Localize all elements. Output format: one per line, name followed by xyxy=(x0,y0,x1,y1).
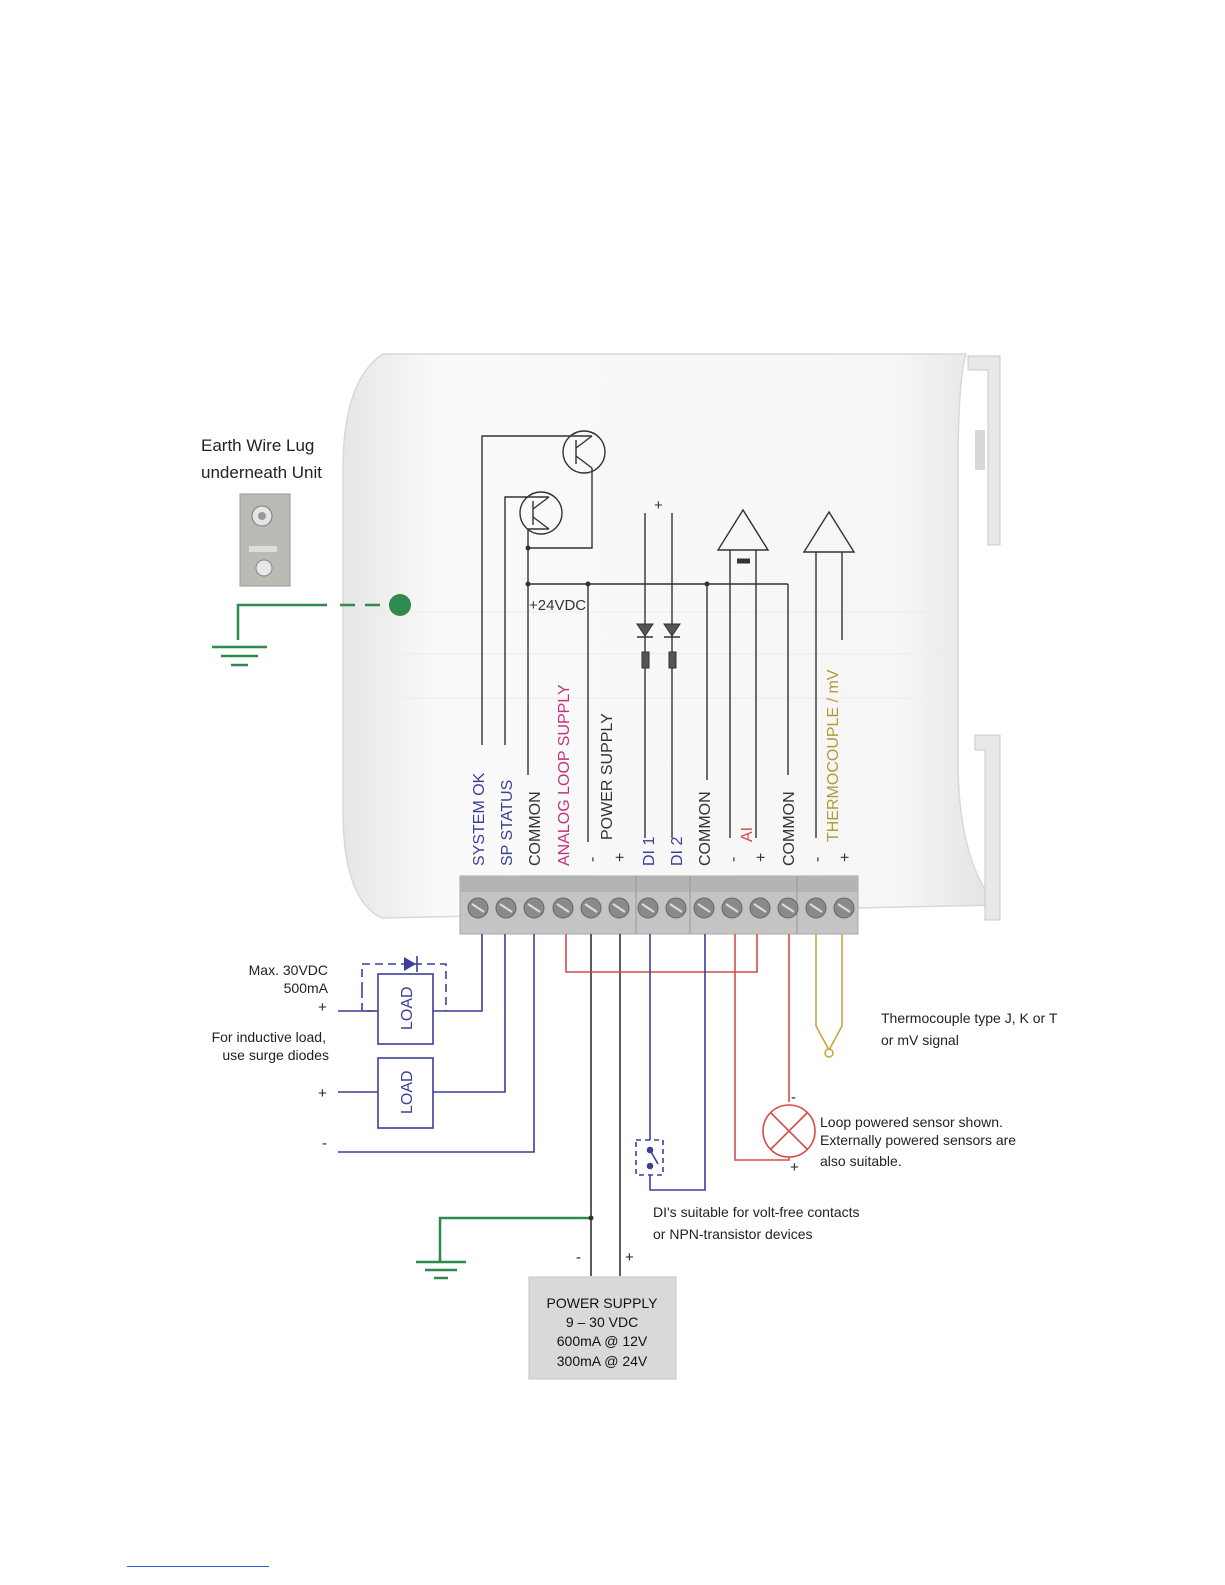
di-wiring xyxy=(635,934,706,1191)
terminal-labels: SYSTEM OK SP STATUS COMMON ANALOG LOOP SUPP… xyxy=(471,684,854,866)
terminal-label: - xyxy=(725,857,742,862)
power-supply-group-label: POWER SUPPLY xyxy=(599,713,616,840)
housing-body xyxy=(342,353,998,919)
terminal-label: ANALOG LOOP SUPPLY xyxy=(556,684,573,866)
sensor-note-line1: Loop powered sensor shown. xyxy=(820,1114,1003,1130)
earth-lug-title-line2: underneath Unit xyxy=(201,463,322,482)
thermocouple-note-line1: Thermocouple type J, K or T xyxy=(881,1010,1058,1026)
di-diodes xyxy=(636,623,681,669)
psu-ground-symbol xyxy=(416,1216,591,1280)
load-wiring xyxy=(338,934,535,1153)
internal-schematic xyxy=(481,430,856,842)
load-plus-1: + xyxy=(318,999,327,1016)
device-housing xyxy=(342,353,1001,921)
psu-voltage: 9 – 30 VDC xyxy=(566,1314,638,1330)
load-box-2-label: LOAD xyxy=(399,1070,416,1114)
terminal-label: - xyxy=(809,857,826,862)
din-clip-bottom xyxy=(974,734,1001,921)
inductive-load-note-2: use surge diodes xyxy=(222,1047,329,1063)
di-plus-label: + xyxy=(654,497,663,514)
power-supply-box: POWER SUPPLY 9 – 30 VDC 600mA @ 12V 300m… xyxy=(528,1276,677,1380)
ai-input-symbol xyxy=(716,508,770,551)
load-max-current: 500mA xyxy=(284,980,329,996)
thermocouple-note-line2: or mV signal xyxy=(881,1032,959,1048)
sensor-note-line2: Externally powered sensors are xyxy=(820,1132,1016,1148)
di-note-line1: DI's suitable for volt-free contacts xyxy=(653,1204,860,1220)
load-max-voltage: Max. 30VDC xyxy=(249,962,328,978)
terminal-label: SP STATUS xyxy=(499,780,516,866)
earth-lug-title-line1: Earth Wire Lug xyxy=(201,436,314,455)
earth-lug-photo xyxy=(239,493,291,587)
terminal-label: SYSTEM OK xyxy=(471,772,488,866)
din-clip-top xyxy=(967,355,1001,546)
load-plus-2: + xyxy=(318,1085,327,1102)
psu-current-12v: 600mA @ 12V xyxy=(557,1333,648,1349)
transistor-sp-status xyxy=(519,491,563,535)
terminal-label: COMMON xyxy=(781,791,798,866)
ai-group-label: AI xyxy=(739,827,756,842)
power-wiring xyxy=(590,934,621,1276)
loop-sensor-symbol xyxy=(762,1104,816,1161)
di-note-line2: or NPN-transistor devices xyxy=(653,1226,813,1242)
terminal-label: + xyxy=(753,853,770,862)
psu-plus: + xyxy=(625,1249,634,1266)
terminal-label: DI 2 xyxy=(669,837,686,866)
load-box-1-label: LOAD xyxy=(399,986,416,1030)
terminal-label: COMMON xyxy=(697,791,714,866)
earth-lug-point xyxy=(389,594,411,616)
terminal-screws xyxy=(467,897,855,919)
sensor-plus: + xyxy=(790,1159,799,1176)
plus-24vdc-label: +24VDC xyxy=(529,597,586,614)
thermocouple-group-label: THERMOCOUPLE / mV xyxy=(825,669,842,842)
psu-title: POWER SUPPLY xyxy=(547,1295,659,1311)
terminal-label: COMMON xyxy=(527,791,544,866)
inductive-load-note-1: For inductive load, xyxy=(212,1029,326,1045)
load-minus: - xyxy=(322,1135,327,1152)
terminal-label: - xyxy=(584,857,601,862)
sensor-minus: - xyxy=(791,1089,796,1106)
sensor-note-line3: also suitable. xyxy=(820,1153,902,1169)
thermocouple-input-symbol xyxy=(802,510,856,553)
load-box-1: LOAD xyxy=(377,973,434,1045)
psu-minus: - xyxy=(576,1249,581,1266)
surge-diode-icon xyxy=(404,957,416,971)
thermocouple-wiring xyxy=(815,934,843,1058)
terminal-label: DI 1 xyxy=(641,837,658,866)
terminal-label: + xyxy=(612,853,629,862)
psu-current-24v: 300mA @ 24V xyxy=(557,1353,648,1369)
transistor-system-ok xyxy=(562,430,606,474)
footer-link-underline[interactable] xyxy=(127,1566,269,1567)
terminal-label: + xyxy=(837,853,854,862)
load-box-2: LOAD xyxy=(377,1057,434,1129)
terminal-block xyxy=(459,875,859,935)
earth-ground-symbol xyxy=(212,603,380,667)
analog-loop-wiring xyxy=(565,934,790,1161)
